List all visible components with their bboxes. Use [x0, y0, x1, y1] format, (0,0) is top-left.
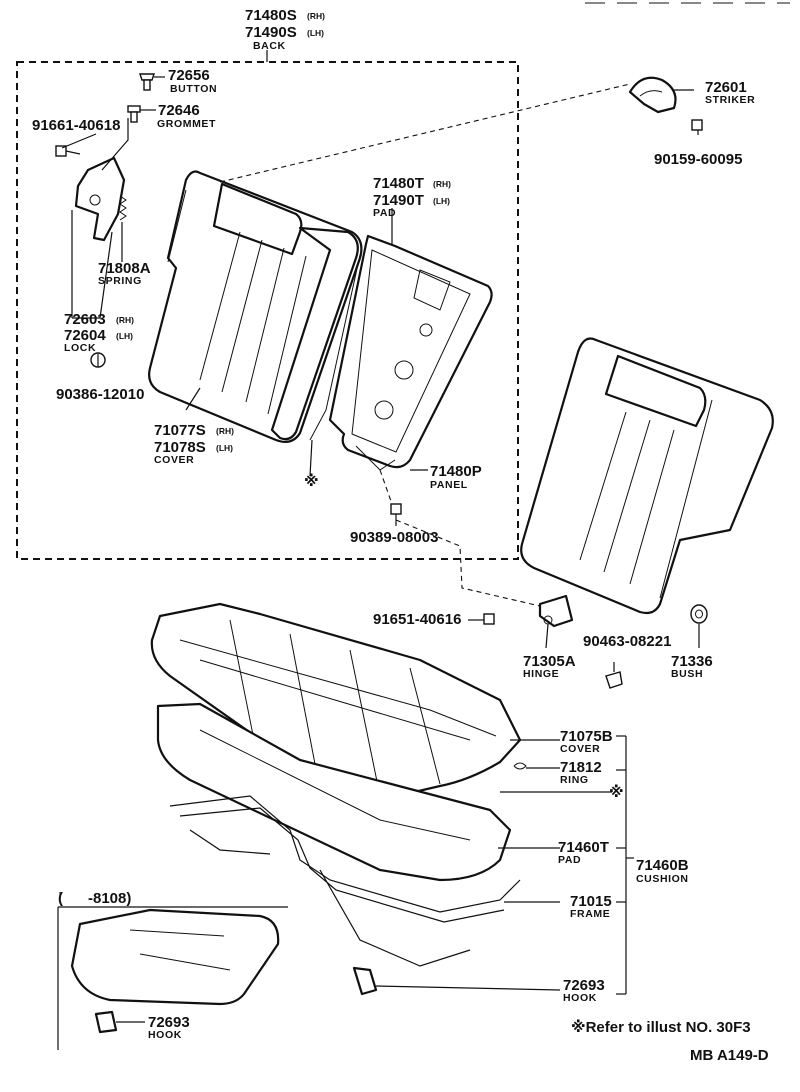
back-lh-number: 71490S: [245, 24, 297, 41]
bolt-91661-number: 91661-40618: [32, 117, 120, 134]
inset-cushion: [70, 908, 280, 1006]
lock-rh-side: (RH): [116, 315, 134, 325]
spring-name: SPRING: [98, 275, 142, 287]
pad-name: PAD: [373, 207, 396, 219]
inset-hook-name: HOOK: [148, 1029, 182, 1041]
seat-back-pad-panel: [309, 234, 493, 471]
cover-lh-number: 71078S: [154, 439, 206, 456]
hinge-name: HINGE: [523, 668, 559, 680]
hinge-part: [538, 594, 574, 628]
inset-hook-number: 72693: [148, 1014, 190, 1031]
bolt-90159-number: 90159-60095: [654, 151, 742, 168]
back-rh-side: (RH): [307, 11, 325, 21]
frame-name: FRAME: [570, 908, 610, 920]
cover-rh-number: 71077S: [154, 422, 206, 439]
button-number: 72656: [168, 67, 210, 84]
hook-number: 72693: [563, 977, 605, 994]
bolt-91651-part: [483, 613, 495, 625]
hook-name: HOOK: [563, 992, 597, 1004]
ring-name: RING: [560, 774, 589, 786]
cover-lh-side: (LH): [216, 443, 233, 453]
cushion-pad-name: PAD: [558, 854, 581, 866]
grommet-72646-part: [127, 105, 141, 123]
hinge-number: 71305A: [523, 653, 576, 670]
lock-assembly: [74, 118, 129, 242]
panel-name: PANEL: [430, 479, 468, 491]
cushion-number: 71460B: [636, 857, 689, 874]
leader-lines: [61, 76, 700, 1023]
seat-cushion-pad: [156, 702, 512, 882]
grommet-name: GROMMET: [157, 118, 216, 130]
inset-hook-part: [94, 1010, 118, 1034]
cushion-name: CUSHION: [636, 873, 689, 885]
pad-rh-side: (RH): [433, 179, 451, 189]
hook-part: [352, 966, 378, 996]
striker-name: STRIKER: [705, 94, 755, 106]
right-seat-back: [520, 337, 774, 615]
cushion-pad-number: 71460T: [558, 839, 609, 856]
lock-name: LOCK: [64, 342, 96, 354]
refer-note: ※Refer to illust NO. 30F3: [571, 1018, 751, 1036]
ref-mark-2: ※: [609, 783, 624, 801]
seat-frame: [169, 795, 521, 967]
striker-number: 72601: [705, 79, 747, 96]
lock-lh-number: 72604: [64, 327, 106, 344]
bolt-91651-number: 91651-40616: [373, 611, 461, 628]
lock-lh-side: (LH): [116, 331, 133, 341]
inset-range: ( -8108): [58, 890, 131, 907]
bush-part: [690, 604, 708, 624]
grommet-number: 72646: [158, 102, 200, 119]
lock-rh-number: 72603: [64, 311, 106, 328]
seat-back-cover: [148, 170, 363, 443]
striker-part: [628, 76, 703, 131]
nut-90386-number: 90386-12010: [56, 386, 144, 403]
bush-number: 71336: [671, 653, 713, 670]
frame-number: 71015: [570, 893, 612, 910]
bush-name: BUSH: [671, 668, 703, 680]
cushion-cover-name: COVER: [560, 743, 600, 755]
pad-lh-side: (LH): [433, 196, 450, 206]
bolt-90463-part: [605, 671, 623, 689]
bolt-91661-part: [55, 145, 81, 157]
diagram-code: MB A149-D: [690, 1047, 769, 1064]
pad-lh-number: 71490T: [373, 192, 424, 209]
cover-rh-side: (RH): [216, 426, 234, 436]
spring-number: 71808A: [98, 260, 151, 277]
button-name: BUTTON: [170, 83, 217, 95]
bolt-90463-number: 90463-08221: [583, 633, 671, 650]
panel-number: 71480P: [430, 463, 482, 480]
back-lh-side: (LH): [307, 28, 324, 38]
bolt-90389-number: 90389-08003: [350, 529, 438, 546]
ring-number: 71812: [560, 759, 602, 776]
ref-mark: ※: [304, 472, 319, 490]
ring-part: [513, 762, 527, 770]
cushion-cover-number: 71075B: [560, 728, 613, 745]
cover-name: COVER: [154, 454, 194, 466]
button-72656-part: [139, 73, 155, 91]
back-rh-number: 71480S: [245, 7, 297, 24]
dashed-relations: [219, 83, 631, 607]
bolt-90389-part: [390, 503, 402, 515]
pad-rh-number: 71480T: [373, 175, 424, 192]
back-name: BACK: [253, 40, 286, 52]
back-assembly-box: [16, 61, 519, 560]
